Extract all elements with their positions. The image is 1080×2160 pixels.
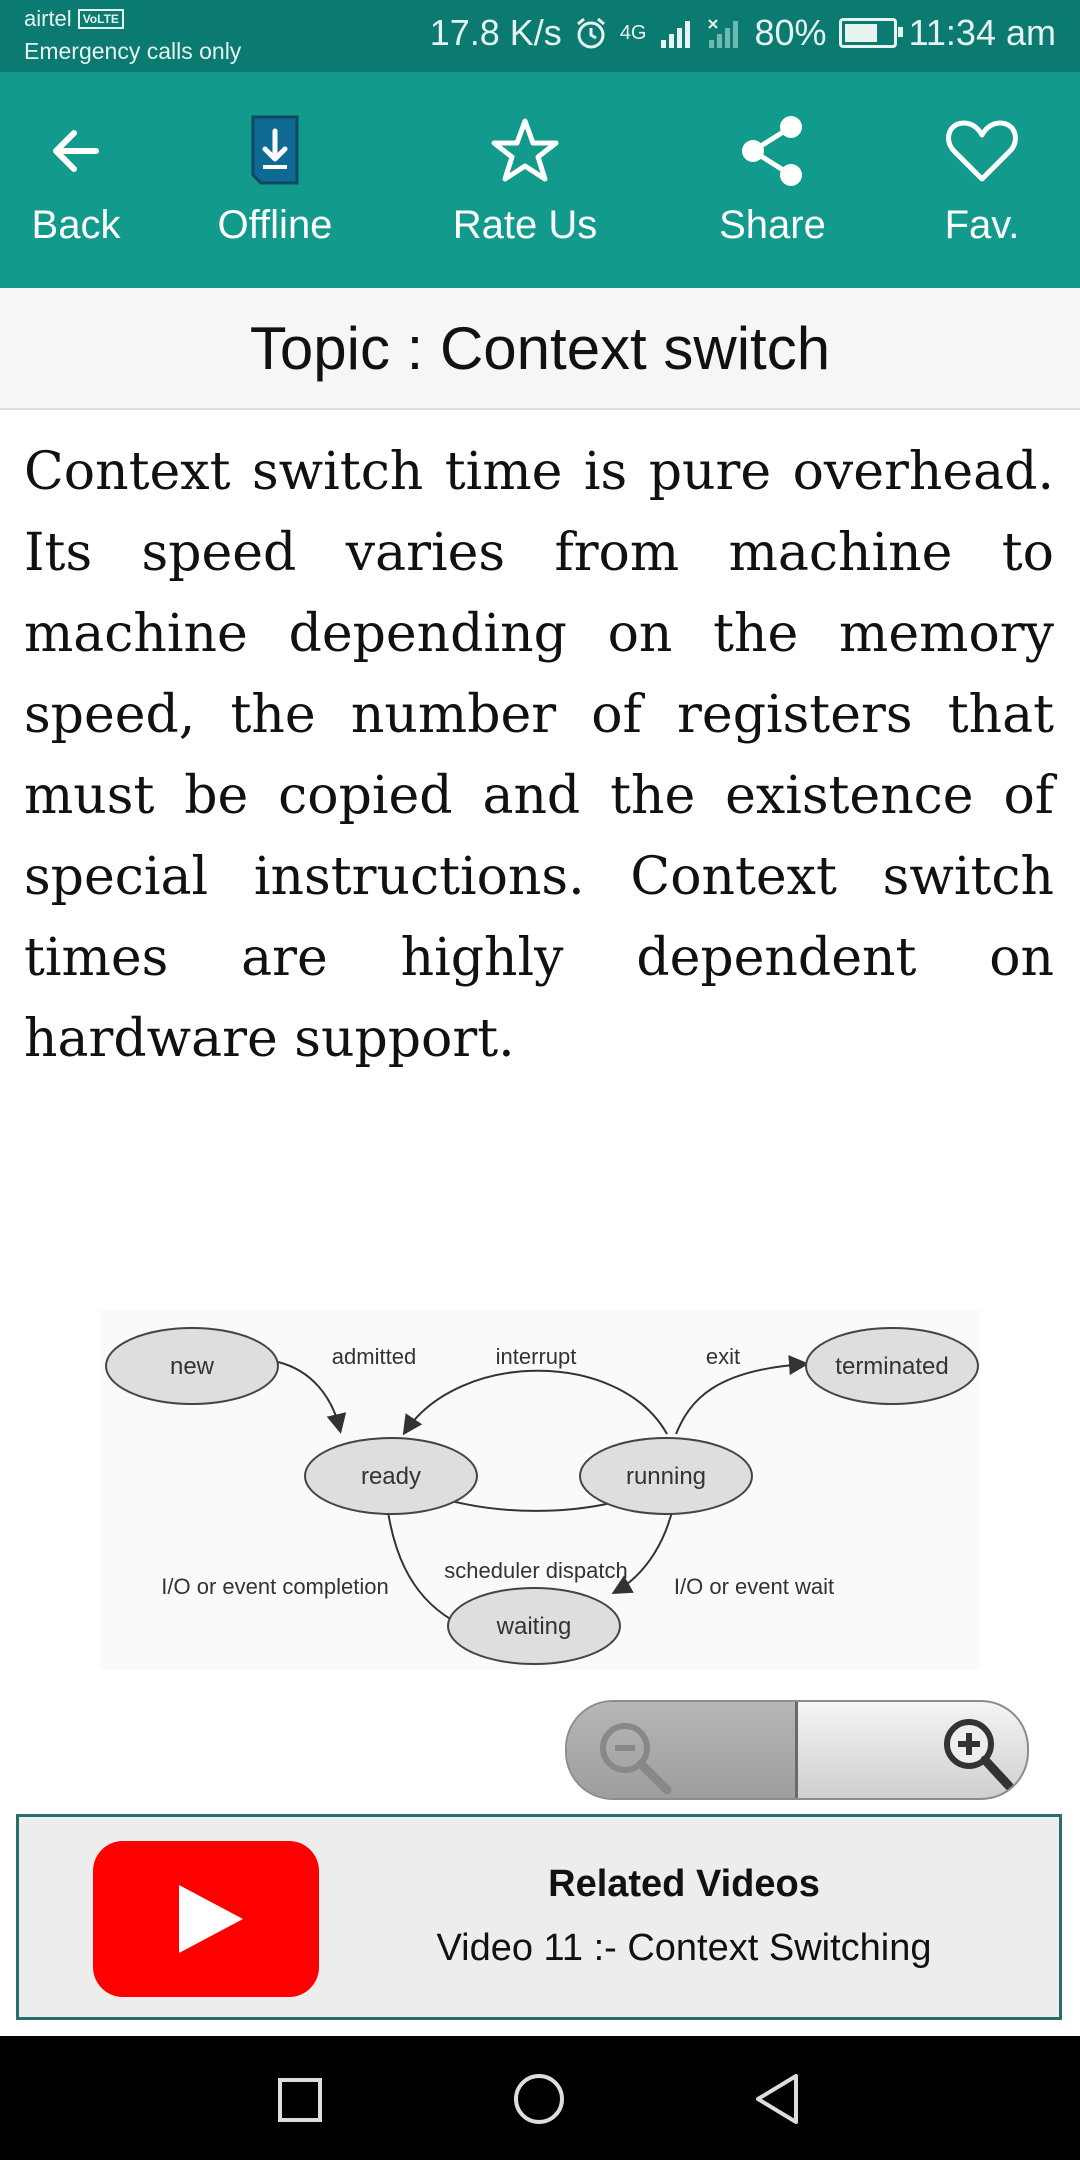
volte-badge: VoLTE: [77, 9, 124, 29]
process-state-diagram: new ready running waiting terminated adm…: [100, 1310, 980, 1670]
edge-io-completion-label: I/O or event completion: [161, 1574, 388, 1599]
carrier-name: airtel: [24, 6, 72, 31]
square-icon[interactable]: [276, 2076, 324, 2124]
edge-interrupt-label: interrupt: [496, 1344, 577, 1369]
battery-percent: 80%: [754, 12, 827, 53]
topic-header: Topic : Context switch: [0, 288, 1080, 410]
state-new-label: new: [170, 1353, 215, 1380]
zoom-out-button[interactable]: [567, 1702, 798, 1798]
edge-interrupt: [402, 1369, 668, 1436]
status-left: airtel VoLTE Emergency calls only: [24, 6, 241, 65]
edge-scheduler-label: scheduler dispatch: [444, 1558, 627, 1583]
related-videos-card[interactable]: Related Videos Video 11 :- Context Switc…: [16, 1814, 1062, 2020]
zoom-in-button[interactable]: [799, 1702, 1027, 1798]
battery-fill: [844, 24, 877, 42]
play-icon: [179, 1885, 243, 1953]
rate-us-label: Rate Us: [452, 202, 598, 247]
state-terminated: [805, 1327, 979, 1405]
network-type: 4G: [619, 21, 647, 44]
signal-no-sim-icon: [707, 19, 738, 48]
state-running-label: running: [626, 1463, 706, 1490]
signal-icon: [660, 21, 690, 48]
triangle-back-icon[interactable]: [752, 2072, 806, 2126]
related-videos-title: Related Videos: [548, 1863, 820, 1905]
edge-admitted-label: admitted: [332, 1344, 416, 1369]
zoom-control: [565, 1700, 1029, 1800]
status-bar: airtel VoLTE Emergency calls only 17.8 K…: [0, 0, 1080, 72]
favorite-label: Fav.: [944, 202, 1020, 247]
battery-icon: [838, 18, 903, 48]
toolbar: Back Offline Rate Us Share Fav.: [0, 72, 1080, 290]
state-terminated-label: terminated: [835, 1353, 948, 1380]
state-new: [105, 1327, 279, 1405]
edge-admitted: [277, 1361, 347, 1434]
back-button[interactable]: Back: [20, 72, 132, 288]
back-label: Back: [31, 202, 121, 247]
edge-exit: [675, 1355, 809, 1435]
rate-us-button[interactable]: Rate Us: [440, 72, 610, 288]
page-title: Topic : Context switch: [249, 314, 831, 382]
clock: 11:34 am: [908, 12, 1056, 53]
related-video-link[interactable]: Video 11 :- Context Switching: [436, 1927, 932, 1969]
youtube-logo[interactable]: [93, 1841, 319, 1997]
state-ready: [304, 1437, 478, 1515]
status-right: 17.8 K/s 4G 80% 11:34 am: [430, 12, 1056, 54]
diagram-svg: new ready running waiting terminated adm…: [100, 1310, 980, 1670]
offline-button[interactable]: Offline: [200, 72, 350, 288]
state-waiting: [447, 1587, 621, 1665]
share-icon: [741, 115, 802, 186]
star-icon: [491, 118, 559, 181]
carrier: airtel VoLTE: [24, 6, 241, 32]
state-ready-label: ready: [361, 1463, 421, 1490]
edge-io-wait-label: I/O or event wait: [674, 1574, 834, 1599]
state-running: [579, 1437, 753, 1515]
network-speed: 17.8 K/s: [429, 12, 562, 53]
emergency-text: Emergency calls only: [24, 38, 242, 64]
share-label: Share: [719, 202, 826, 247]
zoom-in-icon: [944, 1719, 1014, 1791]
navigation-bar: [0, 2036, 1080, 2160]
zoom-out-icon: [600, 1723, 672, 1795]
content-paragraph: Context switch time is pure overhead. It…: [24, 442, 1054, 1069]
state-waiting-label: waiting: [496, 1613, 572, 1640]
favorite-button[interactable]: Fav.: [930, 72, 1034, 288]
arrow-left-icon: [53, 129, 99, 172]
offline-label: Offline: [217, 202, 333, 247]
heart-icon: [946, 120, 1018, 181]
edge-exit-label: exit: [706, 1344, 740, 1369]
circle-icon[interactable]: [512, 2072, 566, 2126]
share-button[interactable]: Share: [700, 72, 845, 288]
download-icon: [251, 115, 299, 184]
alarm-icon: [576, 17, 605, 49]
